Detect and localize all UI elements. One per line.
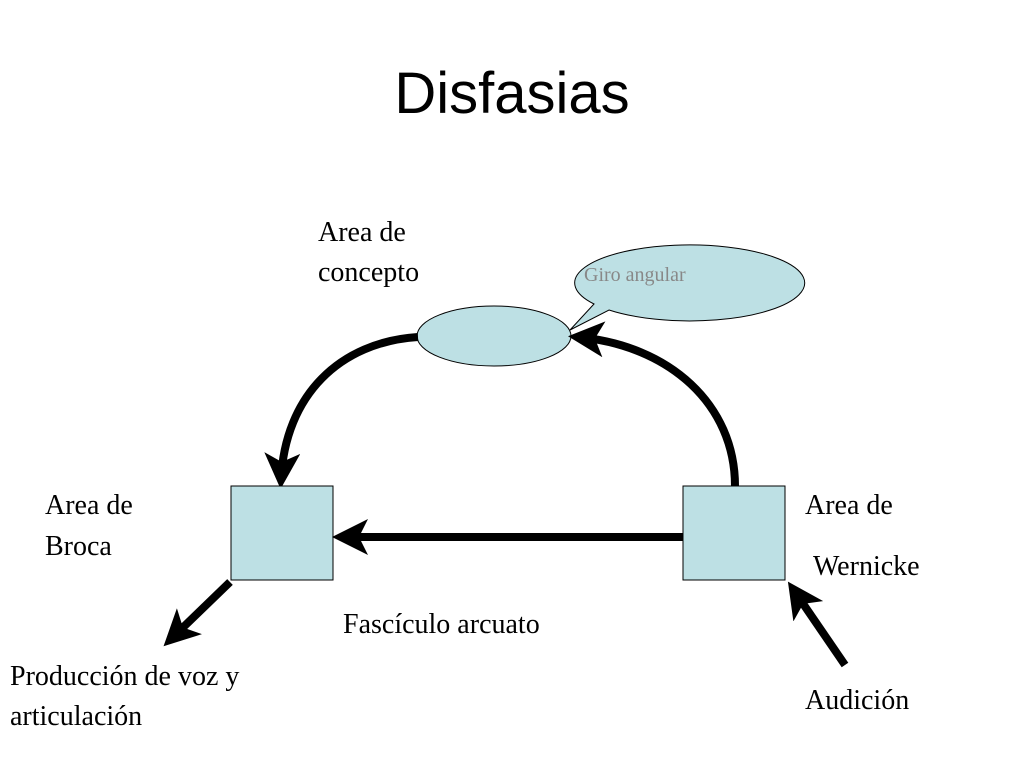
output-label-line1: Producción de voz y (10, 661, 240, 692)
fasciculus-label: Fascículo arcuato (343, 609, 540, 640)
wernicke-area-label-line1: Area de (805, 490, 893, 521)
broca-area-label-line2: Broca (45, 531, 112, 562)
wernicke-area-label-line2: Wernicke (813, 551, 920, 582)
concept-area-label-line1: Area de (318, 217, 406, 248)
concept-area-label-line2: concepto (318, 257, 420, 288)
concept-area-ellipse (416, 305, 572, 367)
broca-area-square (230, 485, 334, 581)
output-label-line2: articulación (10, 701, 143, 732)
slide-title: Disfasias (394, 61, 630, 126)
broca-area-label-line1: Area de (45, 490, 133, 521)
giro-angular-callout-bubble (569, 244, 806, 331)
arrow-broca-to-output (163, 579, 233, 647)
arrow-wernicke-to-concept (568, 321, 739, 487)
giro-angular-label: Giro angular (584, 264, 686, 286)
arrow-concept-to-broca (264, 333, 419, 489)
audition-label: Audición (805, 685, 910, 716)
arrow-audition-to-wernicke (787, 581, 849, 668)
wernicke-area-square (682, 485, 786, 581)
